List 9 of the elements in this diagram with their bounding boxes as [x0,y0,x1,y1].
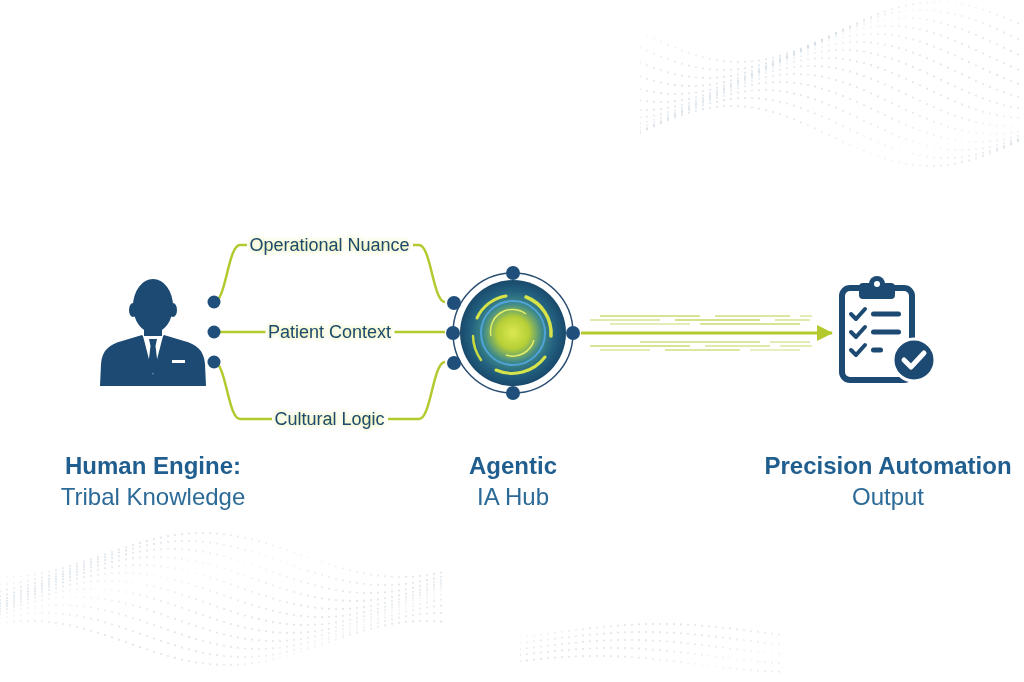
caption-text: IA Hub [477,482,549,512]
caption-heading: Precision Automation [764,451,1012,481]
caption-heading: Agentic [469,451,557,481]
caption-text: Tribal Knowledge [60,482,246,512]
connector-line [207,325,445,339]
arrow [581,325,833,341]
person-silhouette [100,278,206,386]
caption-text: Output [852,482,924,512]
caption-heading: Human Engine: [65,451,241,481]
